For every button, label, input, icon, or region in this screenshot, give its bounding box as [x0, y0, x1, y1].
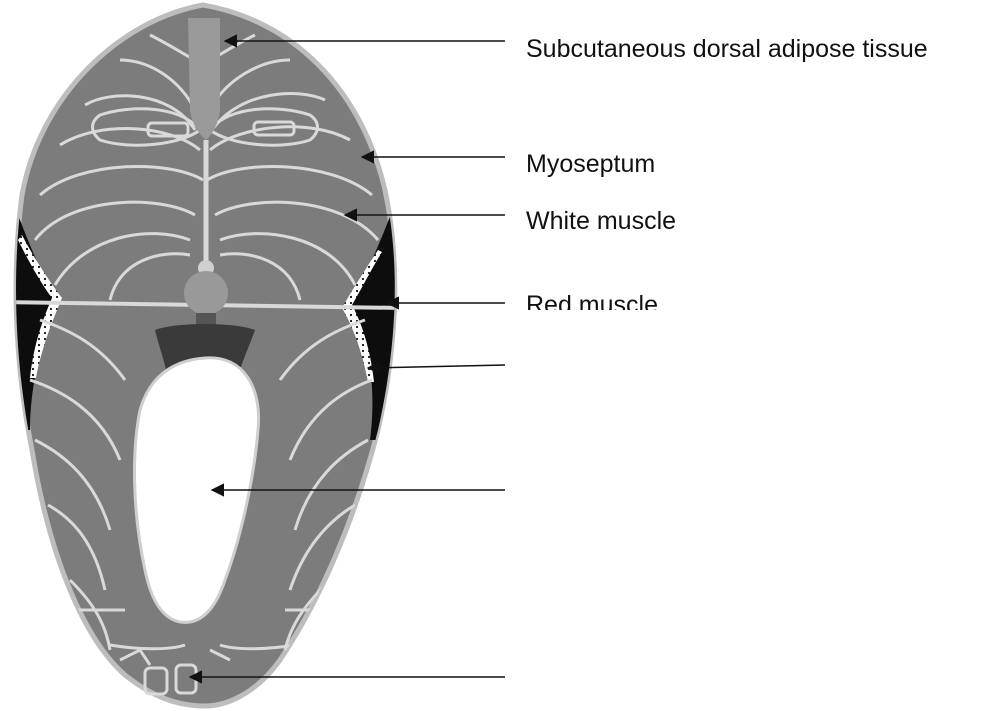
vertebra-base: [196, 313, 216, 325]
label-red-muscle: Red muscle: [526, 293, 658, 310]
vertebra: [184, 271, 228, 315]
label-subcutaneous-dorsal-adipose-tissue: Subcutaneous dorsal adipose tissue: [526, 37, 928, 62]
label-white-muscle: White muscle: [526, 209, 676, 234]
label-myoseptum: Myoseptum: [526, 152, 655, 177]
